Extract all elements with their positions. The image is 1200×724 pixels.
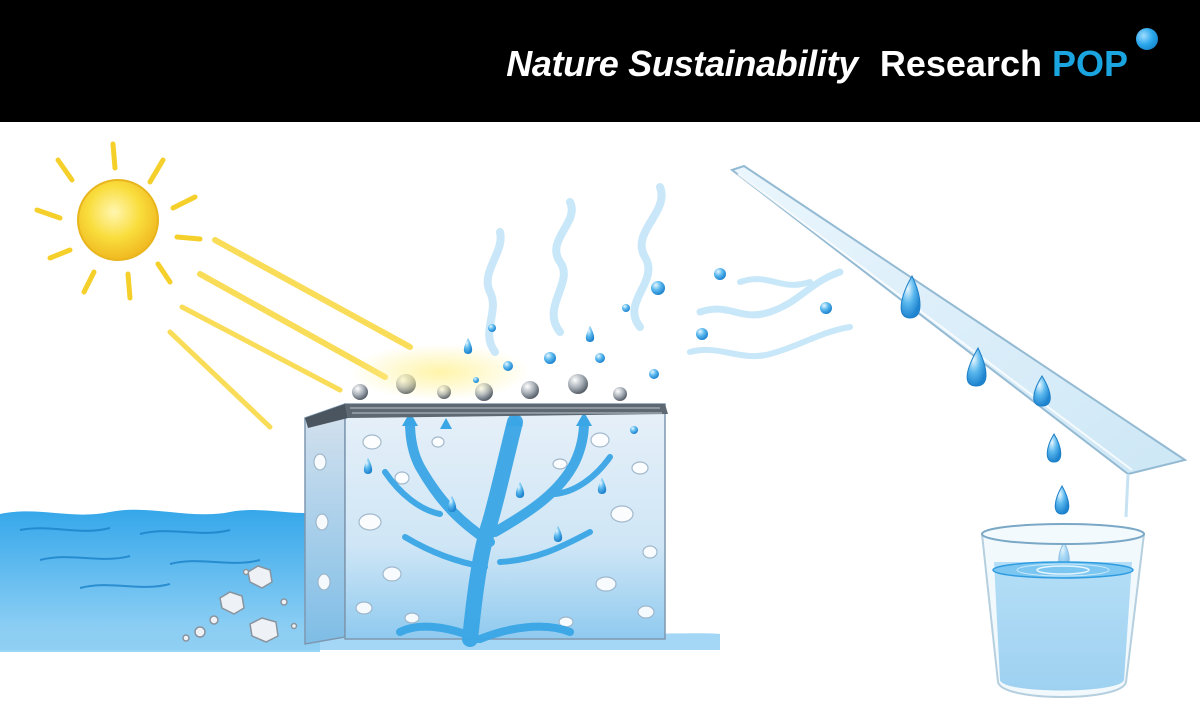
sun-icon — [34, 141, 203, 301]
logo-dot-icon — [1136, 28, 1158, 50]
water-channels — [382, 414, 613, 647]
solar-desalination-illustration — [0, 141, 1188, 698]
porous-evaporator-block — [304, 344, 668, 647]
vapor-droplets — [463, 268, 832, 434]
journal-name: Nature Sustainability — [506, 43, 858, 84]
tilted-condenser-glass — [729, 164, 1188, 518]
header-banner: Nature Sustainability Research POP — [0, 0, 1200, 122]
sunlight-rays — [167, 237, 413, 430]
condensed-droplets — [900, 274, 1070, 567]
photothermal-layer — [305, 374, 668, 428]
salt-crystals — [182, 565, 298, 643]
water-vapor — [483, 183, 853, 360]
logo-research-text: Research — [879, 43, 1042, 84]
collection-cup — [980, 523, 1146, 698]
logo-pop-text: POP — [1051, 43, 1128, 84]
research-pop-logo: Research POP — [880, 43, 1128, 85]
